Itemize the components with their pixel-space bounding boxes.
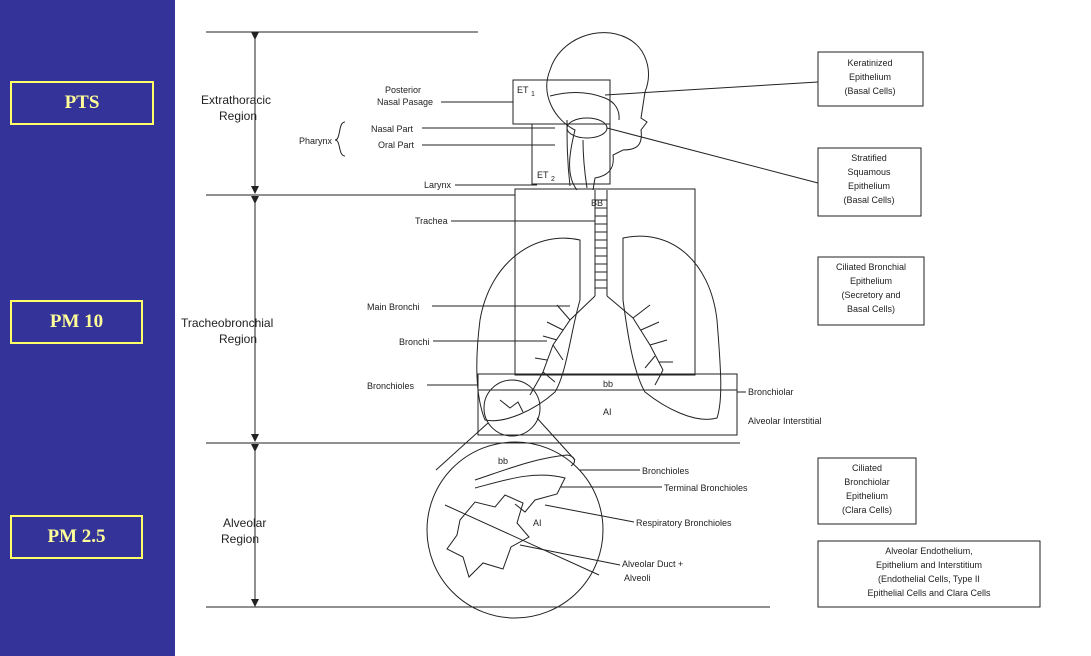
bronchioles-label: Bronchioles xyxy=(367,381,415,391)
keratinized-line-3: (Basal Cells) xyxy=(844,86,895,96)
bb-detail-code: bb xyxy=(498,456,508,466)
diagram-svg: Extrathoracic Region Tracheobronchial Re… xyxy=(175,0,1091,656)
ciliated-bronchial-line-1: Ciliated Bronchial xyxy=(836,262,906,272)
detail-wall-line xyxy=(445,505,599,575)
nasal-part-label: Nasal Part xyxy=(371,124,414,134)
bronchiolar-label: Bronchiolar xyxy=(748,387,794,397)
zoom-line-right xyxy=(537,418,575,460)
pharynx-brace xyxy=(335,122,345,156)
bronchi-label: Bronchi xyxy=(399,337,430,347)
larynx-label: Larynx xyxy=(424,180,452,190)
bb-box xyxy=(515,189,695,375)
nasal-passage-label: Nasal Pasage xyxy=(377,97,433,107)
ai-code: AI xyxy=(603,407,612,417)
tracheobronchial-label-2: Region xyxy=(219,332,257,346)
pm10-badge: PM 10 xyxy=(10,300,143,344)
et2-code: ET xyxy=(537,170,549,180)
ciliated-bronchiolar-line-1: Ciliated xyxy=(852,463,882,473)
alveolar-endothelium-line-3: (Endothelial Cells, Type II xyxy=(878,574,980,584)
stratified-leader xyxy=(607,128,818,183)
terminal-bronchioles-label: Terminal Bronchioles xyxy=(664,483,748,493)
alveolar-label: Alveolar xyxy=(223,516,266,530)
trachea-rings xyxy=(595,200,607,288)
ciliated-bronchiolar-line-4: (Clara Cells) xyxy=(842,505,892,515)
keratinized-line-2: Epithelium xyxy=(849,72,891,82)
stratified-line-1: Stratified xyxy=(851,153,887,163)
alveolar-endothelium-line-4: Epithelial Cells and Clara Cells xyxy=(867,588,991,598)
ciliated-bronchial-line-3: (Secretory and xyxy=(841,290,900,300)
keratinized-leader xyxy=(605,82,818,95)
et1-code: ET xyxy=(517,85,529,95)
nasal-cavity xyxy=(550,93,619,121)
stratified-line-3: Epithelium xyxy=(848,181,890,191)
ciliated-bronchial-line-2: Epithelium xyxy=(850,276,892,286)
pharynx-wall xyxy=(567,120,570,186)
magnified-circle xyxy=(427,442,603,618)
main-bronchi-label: Main Bronchi xyxy=(367,302,420,312)
bronchioles-detail-label: Bronchioles xyxy=(642,466,690,476)
respiratory-bronchioles-label: Respiratory Bronchioles xyxy=(636,518,732,528)
alveolar-duct-label: Alveolar Duct + xyxy=(622,559,683,569)
ai-detail-code: AI xyxy=(533,518,542,528)
bb-lower-code: bb xyxy=(603,379,613,389)
keratinized-line-1: Keratinized xyxy=(847,58,892,68)
pm25-badge: PM 2.5 xyxy=(10,515,143,559)
small-alveoli xyxy=(500,400,523,412)
zoom-line-left xyxy=(436,423,488,470)
extrathoracic-label-2: Region xyxy=(219,109,257,123)
pharynx-label: Pharynx xyxy=(299,136,333,146)
respiratory-bronchioles-leader xyxy=(545,505,634,522)
head-outline xyxy=(547,33,649,190)
left-lung xyxy=(477,238,580,421)
respiratory-tract-diagram: Extrathoracic Region Tracheobronchial Re… xyxy=(175,0,1091,656)
ciliated-bronchial-line-4: Basal Cells) xyxy=(847,304,895,314)
alveolar-endothelium-line-2: Epithelium and Interstitium xyxy=(876,560,982,570)
zoom-source-circle xyxy=(484,380,540,436)
oral-cavity xyxy=(567,118,607,138)
ciliated-bronchiolar-line-3: Epithelium xyxy=(846,491,888,501)
bronchial-tree xyxy=(530,296,673,395)
ciliated-bronchiolar-line-2: Bronchiolar xyxy=(844,477,890,487)
stratified-line-4: (Basal Cells) xyxy=(843,195,894,205)
trachea-label: Trachea xyxy=(415,216,448,226)
right-lung xyxy=(623,236,721,419)
alveolar-label-2: Region xyxy=(221,532,259,546)
stratified-line-2: Squamous xyxy=(847,167,891,177)
sidebar: PTS PM 10 PM 2.5 xyxy=(0,0,175,656)
alveolar-endothelium-line-1: Alveolar Endothelium, xyxy=(885,546,973,556)
tracheobronchial-label: Tracheobronchial xyxy=(181,316,273,330)
pts-badge: PTS xyxy=(10,81,154,125)
et1-subscript: 1 xyxy=(531,91,535,98)
extrathoracic-label: Extrathoracic xyxy=(201,93,271,107)
detail-alveolar-sac xyxy=(447,495,529,577)
posterior-label: Posterior xyxy=(385,85,421,95)
larynx-wall xyxy=(583,140,587,188)
alveolar-interstitial-label: Alveolar Interstitial xyxy=(748,416,822,426)
et2-subscript: 2 xyxy=(551,176,555,183)
oral-part-label: Oral Part xyxy=(378,140,415,150)
alveoli-label: Alveoli xyxy=(624,573,651,583)
